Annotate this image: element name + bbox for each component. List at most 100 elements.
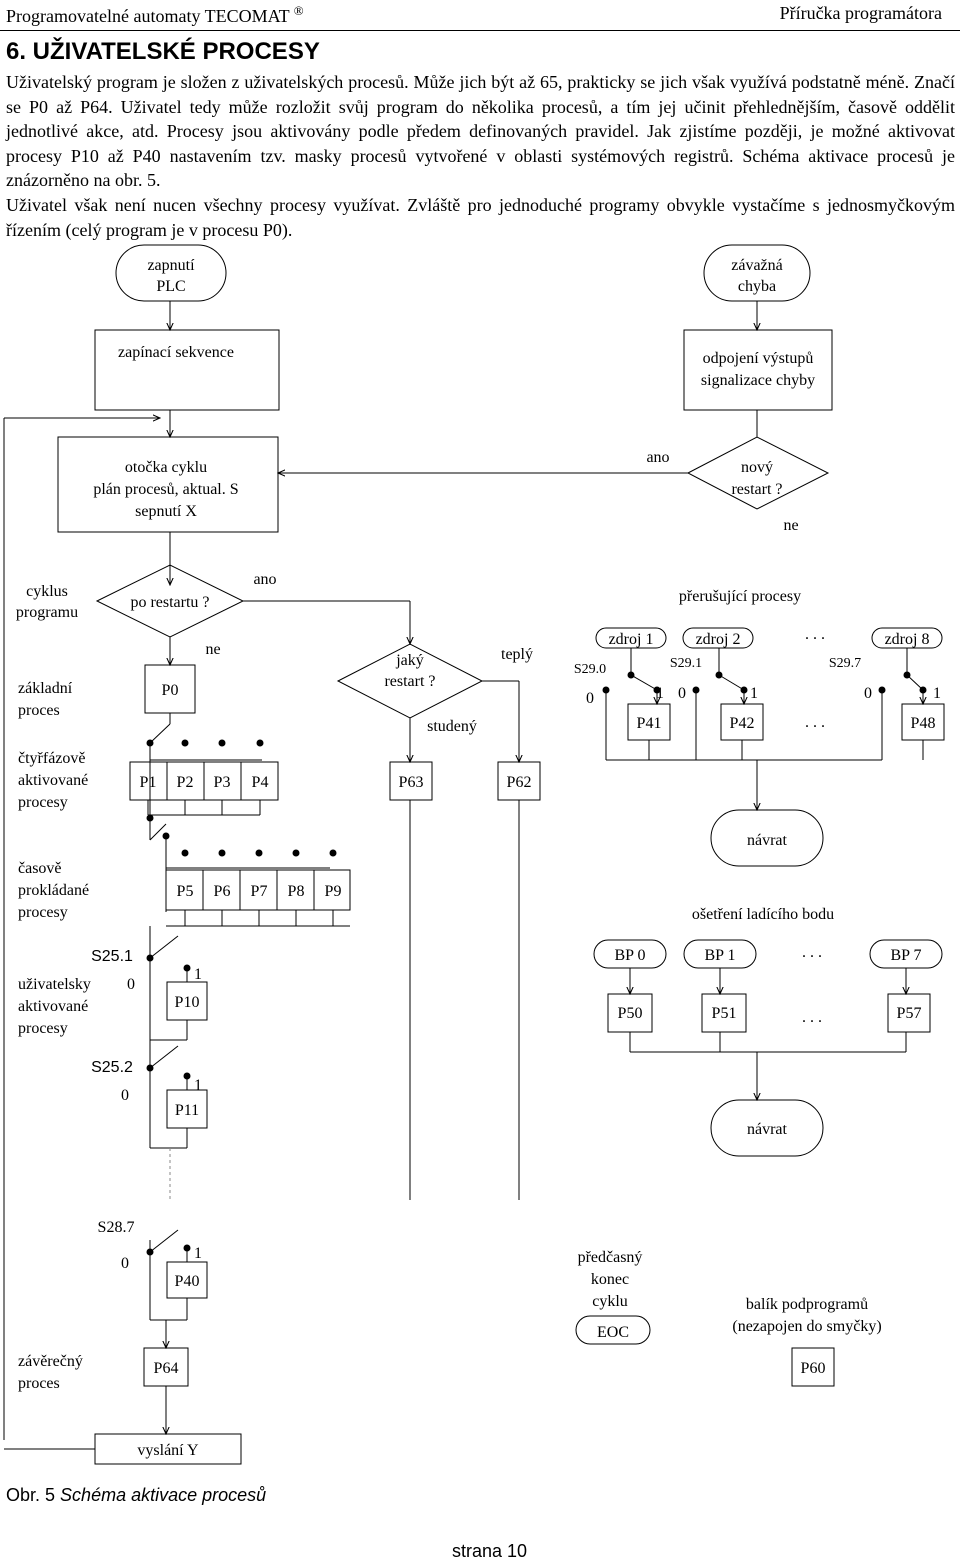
label-p10: P10 [175, 994, 200, 1011]
label-src8-one: 1 [933, 685, 941, 702]
label-uzivatelsky-2: aktivované [18, 998, 88, 1015]
terminator-navrat-1 [710, 809, 824, 867]
label-eoc: EOC [597, 1324, 629, 1341]
label-s29-1: S29.1 [670, 656, 702, 671]
process-p60 [791, 1347, 835, 1387]
label-p51: P51 [712, 1005, 737, 1022]
label-predcasny-3: cyklu [592, 1293, 628, 1310]
label-p11-zero: 0 [121, 1087, 129, 1104]
header-title: Programovatelné automaty TECOMAT ® [6, 3, 304, 26]
label-dots-sources: . . . [805, 626, 825, 643]
intro-text: Uživatelský program je složen z uživatel… [6, 70, 955, 242]
label-zdroj-2: zdroj 2 [696, 631, 741, 648]
label-p4: P4 [252, 774, 269, 791]
label-predcasny-1: předčasný [578, 1249, 643, 1266]
label-p8: P8 [288, 883, 305, 900]
label-ctyrfazove-2: aktivované [18, 772, 88, 789]
label-p9: P9 [325, 883, 342, 900]
box-odpojeni-vystupu [683, 329, 833, 411]
label-cyklus-1: cyklus [26, 583, 68, 600]
label-src8-zero: 0 [864, 685, 872, 702]
label-s29-0: S29.0 [574, 662, 606, 677]
label-p1: P1 [140, 774, 157, 791]
box-zapinaci-sekvence [94, 329, 280, 411]
header-book-title: Příručka programátora [779, 3, 942, 23]
label-zapnuti-1: zapnutí [147, 257, 195, 274]
label-src1-one: 1 [656, 685, 664, 702]
process-p51 [701, 993, 747, 1033]
label-balik-2: (nezapojen do smyčky) [732, 1318, 881, 1335]
label-jaky-2: restart ? [384, 673, 435, 690]
decision-novy-restart [686, 436, 830, 510]
box-otocka-cyklu [57, 436, 279, 533]
label-p11: P11 [175, 1102, 199, 1119]
label-p60: P60 [801, 1360, 826, 1377]
source-2 [682, 627, 754, 649]
intro-paragraph-2: Uživatel však není nucen všechny procesy… [6, 194, 955, 240]
label-bp1: BP 1 [705, 947, 736, 964]
label-ctyrfazove-1: čtyřfázově [18, 750, 86, 767]
figure-caption: Obr. 5 Schéma aktivace procesů [6, 1485, 266, 1506]
label-src2-one: 1 [750, 685, 758, 702]
label-p50: P50 [618, 1005, 643, 1022]
label-p57: P57 [897, 1005, 922, 1022]
label-p3: P3 [214, 774, 231, 791]
caption-text: Schéma aktivace procesů [60, 1485, 267, 1505]
label-casove-3: procesy [18, 904, 68, 921]
process-group-p5-p9 [165, 869, 351, 911]
label-p6: P6 [214, 883, 231, 900]
label-vyslani: vyslání Y [137, 1442, 199, 1459]
label-otocka-1: otočka cyklu [125, 459, 207, 476]
label-uzivatelsky-3: procesy [18, 1020, 68, 1037]
label-ano-2: ano [253, 571, 276, 588]
label-uzivatelsky-1: uživatelsky [18, 976, 91, 993]
label-otocka-2: plán procesů, aktual. S [93, 481, 238, 498]
label-src1-zero: 0 [586, 690, 594, 707]
label-studeny: studený [427, 718, 477, 735]
label-p11-one: 1 [194, 1077, 202, 1094]
label-p10-zero: 0 [127, 976, 135, 993]
label-ano-1: ano [646, 449, 669, 466]
terminator-navrat-2 [710, 1099, 824, 1157]
label-osetreni: ošetření ladícího bodu [692, 906, 834, 923]
label-src2-zero: 0 [678, 685, 686, 702]
label-p42: P42 [730, 715, 755, 732]
label-p5: P5 [177, 883, 194, 900]
label-casove-1: časově [18, 860, 62, 877]
label-s29-7: S29.7 [829, 656, 861, 671]
label-p40-zero: 0 [121, 1255, 129, 1272]
page-number: strana 10 [452, 1541, 528, 1561]
label-p40: P40 [175, 1273, 200, 1290]
label-navrat-1: návrat [747, 832, 788, 849]
label-teply: teplý [501, 646, 533, 663]
label-zavazna-1: závažná [731, 257, 783, 274]
label-zavazna-2: chyba [738, 278, 776, 295]
label-p63: P63 [399, 774, 424, 791]
label-dots-breakpoints: . . . [802, 1009, 822, 1026]
label-zakladni-1: základní [18, 680, 73, 697]
label-ne-2: ne [205, 641, 220, 658]
label-s25-2: S25.2 [91, 1059, 133, 1076]
label-p7: P7 [251, 883, 268, 900]
label-p40-one: 1 [194, 1245, 202, 1262]
page-header: Programovatelné automaty TECOMAT ® Příru… [0, 0, 960, 31]
label-novy-1: nový [741, 459, 773, 476]
label-zdroj-1: zdroj 1 [609, 631, 654, 648]
label-s28-7: S28.7 [98, 1219, 135, 1236]
label-ctyrfazove-3: procesy [18, 794, 68, 811]
label-p10-one: 1 [194, 966, 202, 983]
label-bp0: BP 0 [615, 947, 646, 964]
label-bp7: BP 7 [891, 947, 922, 964]
label-ne-1: ne [783, 517, 798, 534]
label-otocka-3: sepnutí X [135, 503, 197, 520]
label-zdroj-8: zdroj 8 [885, 631, 930, 648]
label-p64: P64 [154, 1360, 179, 1377]
label-s25-1: S25.1 [91, 948, 133, 965]
label-odpojeni-1: odpojení výstupů [703, 350, 814, 367]
label-zaverecny-1: závěrečný [18, 1353, 83, 1370]
terminator-eoc [575, 1315, 651, 1345]
label-zaverecny-2: proces [18, 1375, 60, 1392]
label-dots-bp: . . . [802, 944, 822, 961]
label-p2: P2 [177, 774, 194, 791]
